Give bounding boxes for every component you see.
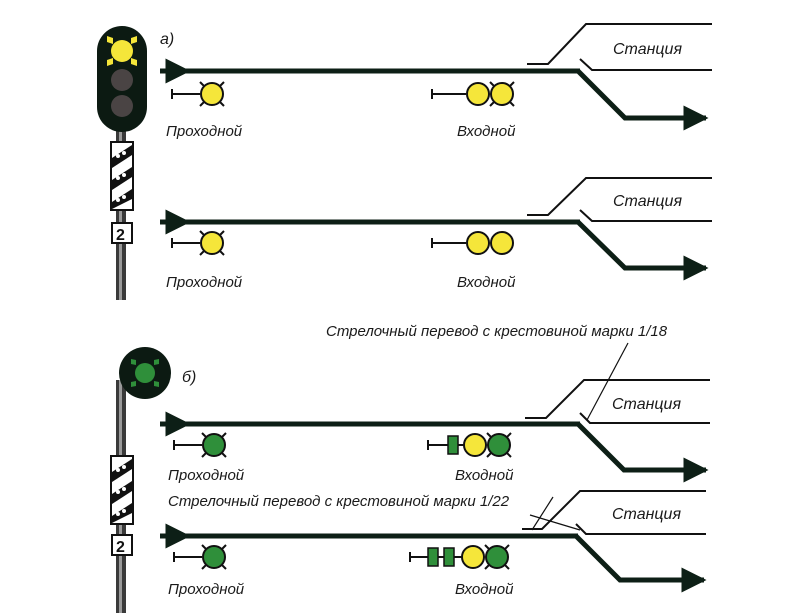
station-label: Станция [613,193,682,210]
off-lamp [111,95,133,117]
switch-note: Стрелочный перевод с крестовиной марки 1… [168,493,510,510]
block-signal-label: Проходной [166,123,243,140]
section-a-label: а) [160,31,174,48]
entry-signal [431,231,514,255]
green-strip-indicator [443,547,455,567]
diverging-track [576,69,709,131]
station-track-lower [579,412,710,424]
striped-marker-plate [110,141,134,211]
station-track-lower [579,58,712,71]
mast-signal-b: 2 [110,347,171,613]
yellow-lamp [461,545,485,569]
green-strip-indicator [447,435,459,455]
block-signal [171,81,225,107]
lit-green-lamp [485,545,509,569]
number-plate [111,222,133,244]
entry-signal-label: Входной [457,123,516,140]
switch-note: Стрелочный перевод с крестовиной марки 1… [326,323,668,340]
mast-signal-a: 2 [97,26,147,300]
entry-signal-label: Входной [455,467,514,484]
leader-line [529,514,581,531]
plate-number: 2 [116,539,125,556]
leader-line [586,342,629,421]
lit-green-lamp [487,433,511,457]
entry-signal [409,544,510,570]
striped-marker-plate [110,455,134,525]
track-scheme-a2: Станция Проходной Входной [160,177,712,291]
lit-yellow-lamp [107,36,137,66]
lit-green-lamp [202,433,226,457]
entry-signal-label: Входной [455,581,514,598]
green-strip-indicator [427,547,439,567]
station-track-lower [575,523,706,535]
station-track-upper [527,23,712,65]
station-track-upper [525,379,710,419]
lit-yellow-lamp [200,231,224,255]
block-signal [171,230,225,256]
diverging-track [576,422,709,483]
entry-signal-label: Входной [457,274,516,291]
entry-signal [431,81,515,107]
yellow-lamp [463,433,487,457]
number-plate [111,534,133,556]
lit-green-lamp [131,359,159,387]
plate-number: 2 [116,227,125,244]
entry-signal [427,432,512,458]
station-label: Станция [612,396,681,413]
station-track-upper [527,177,712,216]
station-label: Станция [612,506,681,523]
station-track-lower [579,209,712,222]
yellow-lamp [466,231,490,255]
leader-line [531,496,554,531]
block-signal-label: Проходной [168,467,245,484]
block-signal [173,544,227,570]
station-label: Станция [613,41,682,58]
track-scheme-a1: Станция Проходной Входной [160,23,712,140]
track-scheme-b2: Стрелочный перевод с крестовиной марки 1… [160,490,707,598]
lit-yellow-lamp [200,82,224,106]
lit-green-lamp [202,545,226,569]
yellow-lamp [466,82,490,106]
block-signal [173,432,227,458]
block-signal-label: Проходной [166,274,243,291]
block-signal-label: Проходной [168,581,245,598]
diverging-track [574,534,707,593]
lit-yellow-lamp [490,82,514,106]
off-lamp [111,69,133,91]
track-scheme-b1: Стрелочный перевод с крестовиной марки 1… [160,323,710,484]
station-track-upper [522,490,706,530]
yellow-lamp [490,231,514,255]
section-b-label: б) [182,369,196,386]
diverging-track [576,220,709,281]
